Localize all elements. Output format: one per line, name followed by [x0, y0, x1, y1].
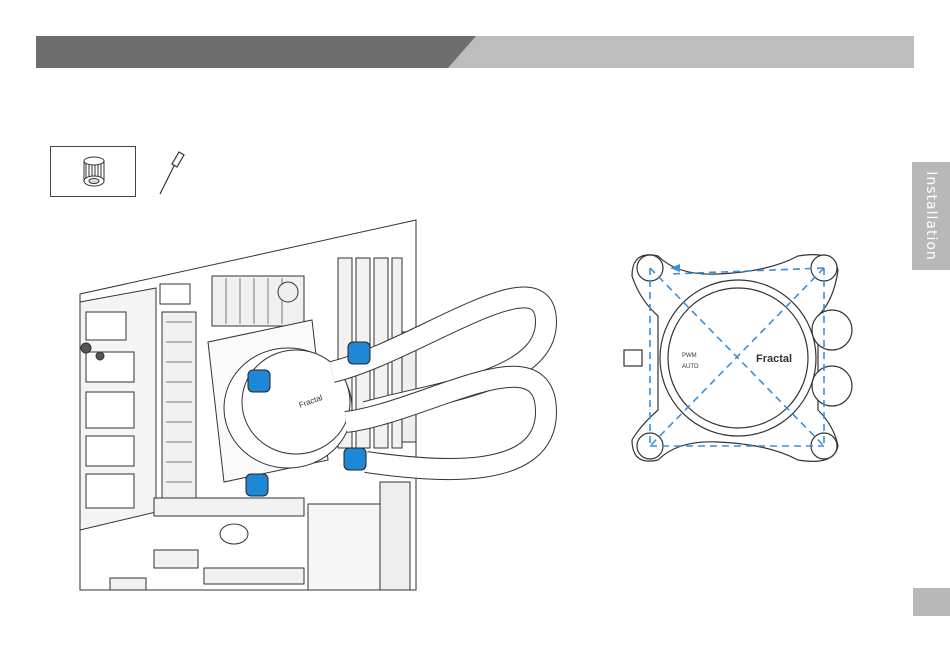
auto-label: AUTO [682, 364, 699, 370]
thumbscrew-part-box [50, 146, 136, 197]
section-tab-installation: Installation [912, 162, 950, 270]
block-logo: Fractal [756, 353, 792, 365]
thumbscrew-icon [51, 147, 137, 198]
header-banner [36, 36, 914, 68]
waterblock-diagram: PWM AUTO Fractal [618, 240, 858, 480]
screwdriver-icon [157, 150, 187, 196]
pwm-label: PWM [682, 353, 697, 359]
page-number-tab [913, 588, 950, 616]
section-tab-label: Installation [923, 171, 939, 261]
motherboard-illustration: Fractal [76, 212, 556, 592]
